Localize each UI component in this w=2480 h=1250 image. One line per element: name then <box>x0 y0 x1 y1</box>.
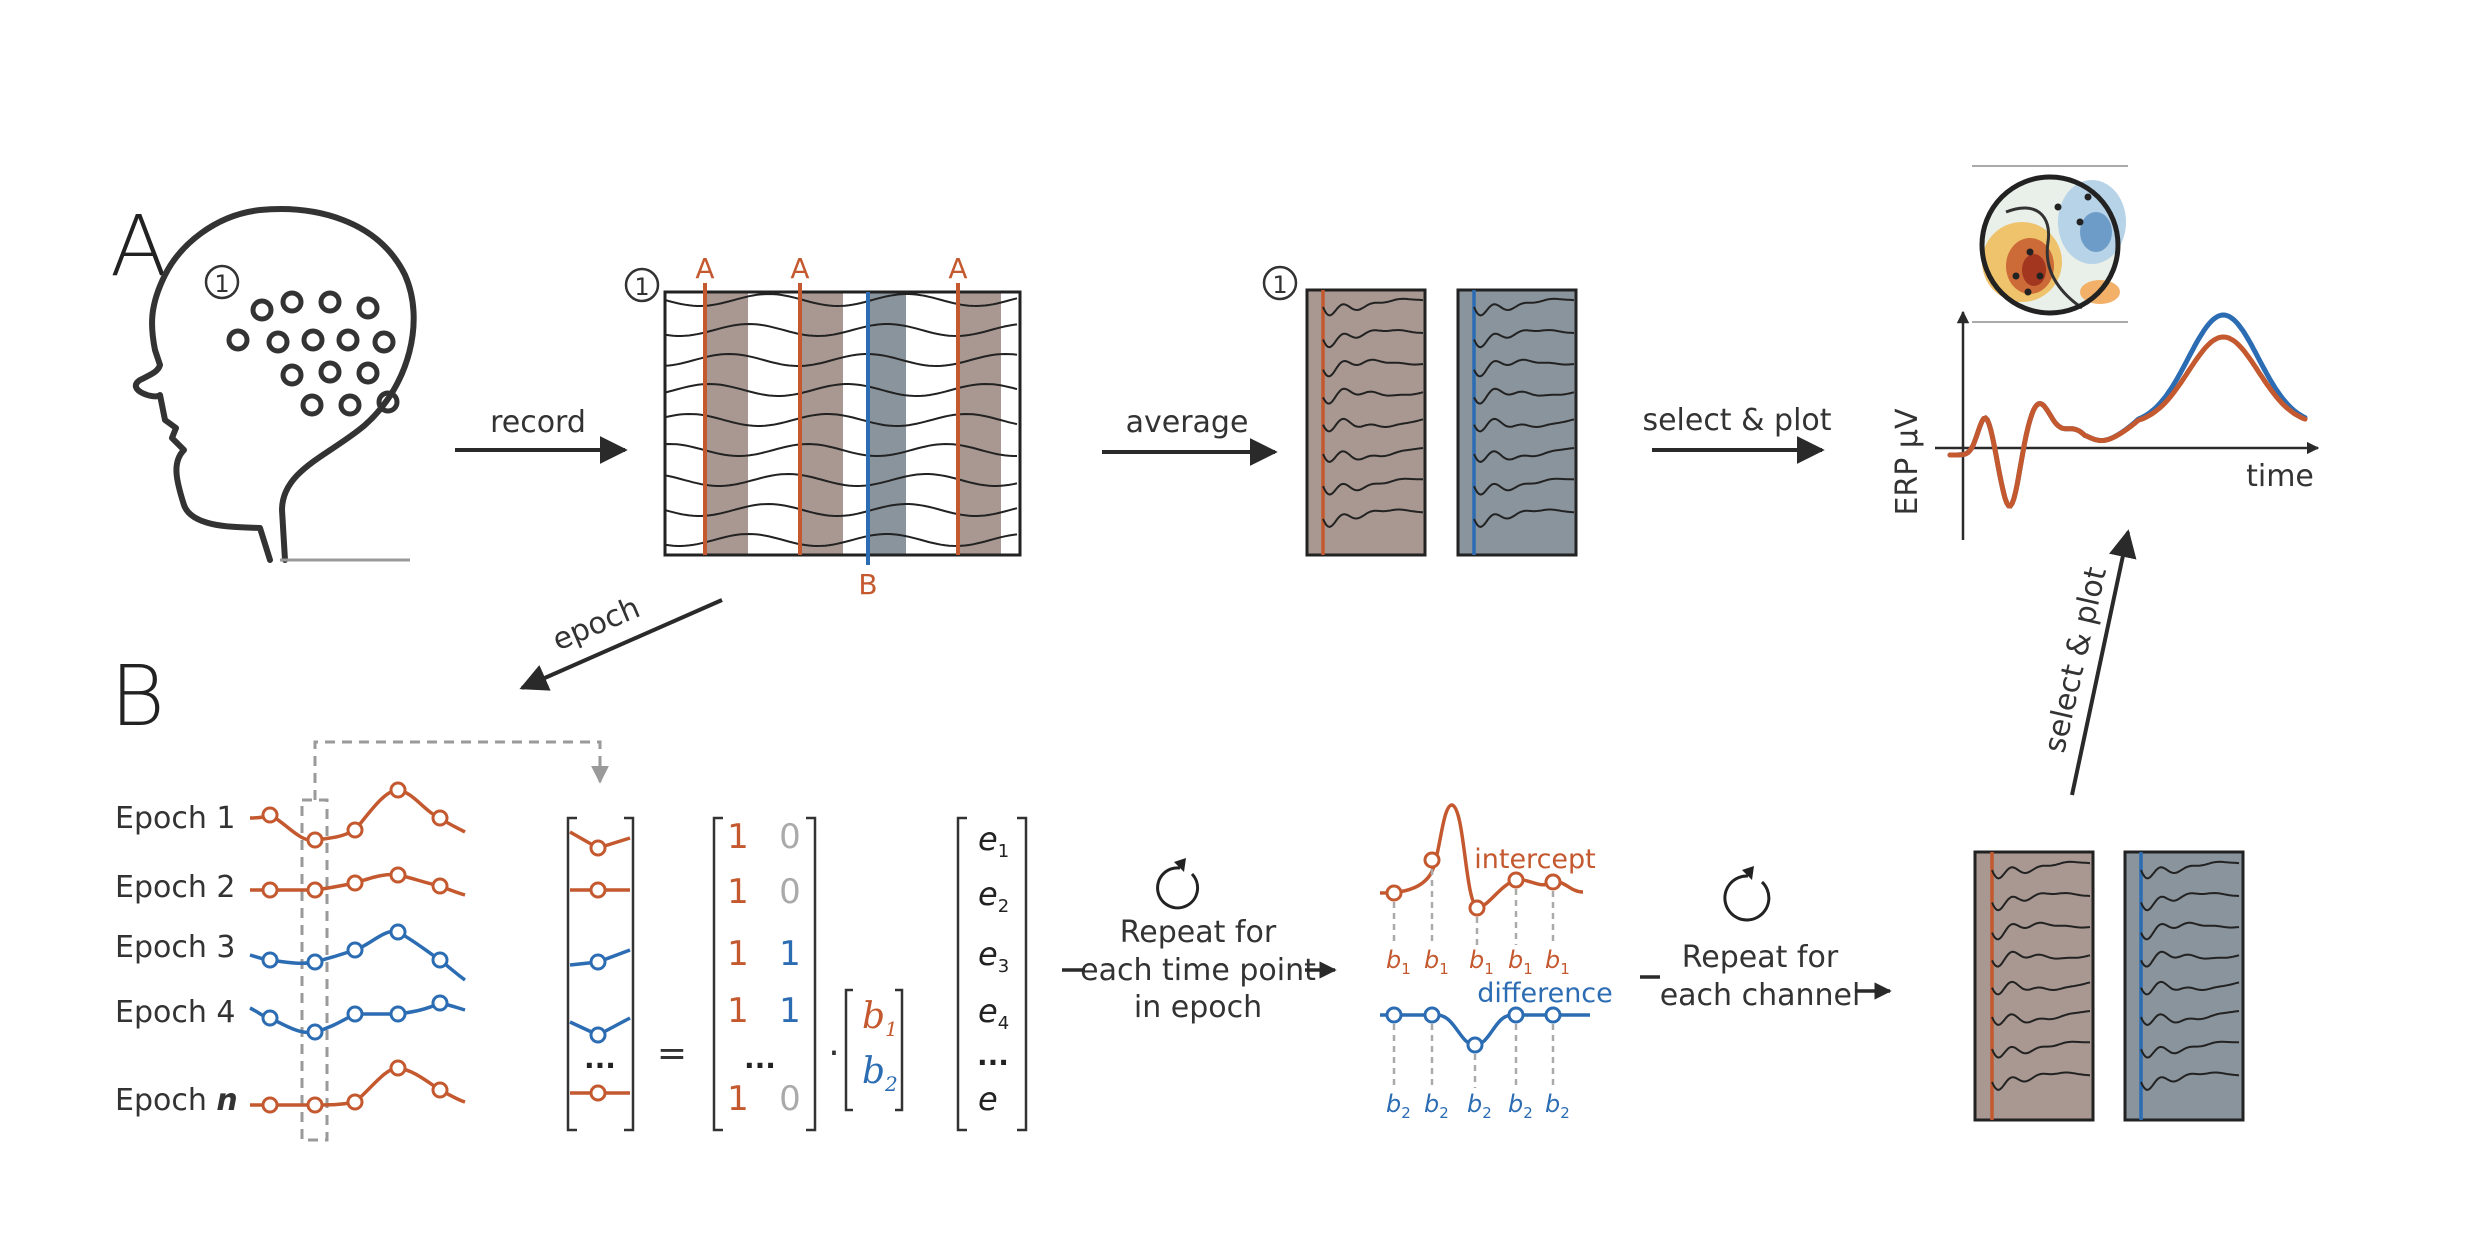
beta1-label: b1 <box>1386 946 1411 978</box>
coef-difference-label: difference <box>1477 978 1613 1009</box>
design-cell: 1 <box>727 817 749 857</box>
svg-text:1: 1 <box>1272 271 1287 299</box>
circled-marker-raw: 1 <box>624 267 660 303</box>
repeat-channel-line-2: each channel <box>1660 978 1861 1013</box>
beta1-label: b1 <box>1424 946 1449 978</box>
error-cell: e3 <box>978 935 1009 977</box>
regression-panel-a <box>1973 850 2095 1122</box>
beta2-label: b2 <box>1545 1090 1570 1122</box>
beta1-label: b1 <box>1508 946 1533 978</box>
epoch-label-n: Epoch n <box>115 1083 238 1118</box>
head-icon <box>133 206 417 563</box>
repeat-time-line-1: Repeat for <box>1120 915 1277 950</box>
error-cell: e2 <box>978 875 1009 917</box>
beta2-label: b2 <box>1467 1090 1492 1122</box>
epoch-label-3: Epoch 3 <box>115 930 235 965</box>
design-cell: ... <box>744 1042 776 1075</box>
event-label-b: B <box>858 568 877 601</box>
step-average: average <box>1126 405 1249 440</box>
electrode-icons <box>226 290 400 417</box>
design-cell: 0 <box>779 1079 801 1119</box>
event-label-a3: A <box>948 252 967 285</box>
beta2-label: b2 <box>1508 1090 1533 1122</box>
step-epoch: epoch <box>547 590 645 658</box>
design-cell: 0 <box>779 817 801 857</box>
design-cell: 1 <box>727 1079 749 1119</box>
error-cell: e <box>978 1080 998 1118</box>
step-select-plot: select & plot <box>1642 403 1831 438</box>
event-label-a2: A <box>790 252 809 285</box>
raw-recording: A A A B <box>663 252 1022 601</box>
beta-timecourses: intercept difference <box>1379 803 1613 1088</box>
dashed-selection <box>300 740 609 1142</box>
design-cell: 1 <box>727 934 749 974</box>
beta1-label: b1 <box>1469 946 1494 978</box>
svg-text:...: ... <box>584 1042 616 1075</box>
topomap-image <box>1972 165 2128 323</box>
error-vector: e1 e2 e3 e4... e <box>956 816 1028 1132</box>
erp-curve-a <box>1947 334 2308 509</box>
beta-1: b1 <box>862 996 898 1041</box>
erp-ylabel: ERP μV <box>1890 408 1925 516</box>
beta2-label: b2 <box>1424 1090 1449 1122</box>
beta1-label: b1 <box>1545 946 1570 978</box>
erp-xlabel: time <box>2246 459 2314 494</box>
error-cell: e1 <box>978 820 1009 862</box>
averaged-panel-b <box>1456 288 1578 557</box>
error-cell: ... <box>977 1039 1009 1072</box>
design-cell: 1 <box>727 872 749 912</box>
data-vector: ... <box>566 816 635 1132</box>
panel-label-a: A <box>110 197 167 295</box>
circled-marker-avg: 1 <box>1262 265 1298 301</box>
epoch-label-2: Epoch 2 <box>115 870 235 905</box>
step-record: record <box>490 405 586 440</box>
repeat-time-line-2: each time point <box>1080 953 1316 988</box>
beta-vector: b1 b2 <box>844 988 904 1112</box>
select-plot-vertical-arrow <box>2070 529 2137 796</box>
error-cell: e4 <box>978 992 1009 1034</box>
epoch-arrow <box>519 598 723 691</box>
design-cell: 1 <box>727 991 749 1031</box>
beta2-label: b2 <box>1386 1090 1411 1122</box>
event-label-a1: A <box>695 252 714 285</box>
design-cell: 0 <box>779 872 801 912</box>
epoch-curves <box>249 781 467 1114</box>
svg-text:1: 1 <box>214 270 229 298</box>
dot-operator: · <box>828 1033 839 1074</box>
averaged-panel-a <box>1305 288 1427 557</box>
regression-panel-b <box>2123 850 2245 1122</box>
equals-sign: = <box>657 1033 687 1074</box>
repeat-time-line-3: in epoch <box>1134 990 1262 1025</box>
epoch-label-4: Epoch 4 <box>115 995 235 1030</box>
erp-plot: time ERP μV <box>1890 310 2320 540</box>
svg-text:1: 1 <box>634 273 649 301</box>
beta-2: b2 <box>862 1051 898 1096</box>
repeat-time-icon <box>1156 858 1200 910</box>
coef-intercept-label: intercept <box>1474 844 1596 875</box>
epoch-label-1: Epoch 1 <box>115 801 235 836</box>
design-cell: 1 <box>779 991 801 1031</box>
circled-marker-head: 1 <box>204 264 240 300</box>
panel-label-b: B <box>110 647 165 745</box>
design-cell: 1 <box>779 934 801 974</box>
repeat-channel-icon <box>1723 866 1771 922</box>
repeat-channel-line-1: Repeat for <box>1682 940 1839 975</box>
